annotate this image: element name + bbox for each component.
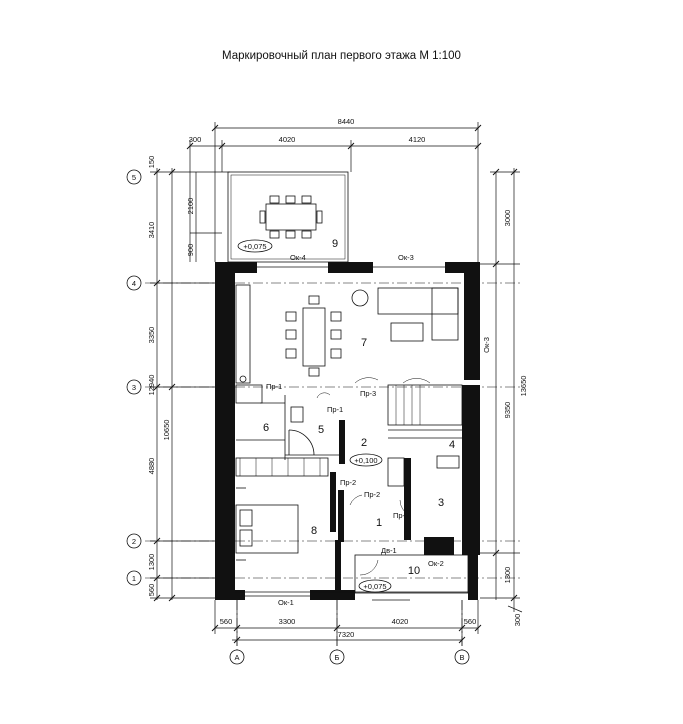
label-ok4: Ок-4 (290, 253, 306, 262)
room-10: 10 (408, 565, 420, 577)
level-mark-hall: +0,100 (354, 456, 377, 465)
room-1: 1 (376, 517, 382, 529)
plan-title: Маркировочный план первого этажа М 1:100 (222, 50, 461, 62)
room-2: 2 (361, 437, 367, 449)
dim-bottom-corner: 300 (513, 614, 522, 627)
dim-bottom-left: 560 (220, 617, 233, 626)
dim-left-a: 3410 (147, 222, 156, 239)
axis-col-b: Б (335, 653, 340, 662)
axis-row-3: 3 (132, 383, 136, 392)
room-4: 4 (449, 439, 455, 451)
dim-left-e: 4880 (147, 458, 156, 475)
label-ok1: Ок-1 (278, 598, 294, 607)
dim-bottom-mid: 3300 (279, 617, 296, 626)
label-pr1a: Пр-1 (266, 382, 282, 391)
dim-top-left: 4020 (279, 135, 296, 144)
dim-top-right: 4120 (409, 135, 426, 144)
dim-right-a: 3000 (503, 210, 512, 227)
level-mark-terrace: +0,075 (243, 242, 266, 251)
dim-bottom-right: 560 (464, 617, 477, 626)
label-pr2b: Пр-2 (364, 490, 380, 499)
label-dv1: Дв-1 (381, 546, 397, 555)
room-7: 7 (361, 337, 367, 349)
axis-row-5: 5 (132, 173, 136, 182)
dim-left-f: 1300 (147, 554, 156, 571)
room-3: 3 (438, 497, 444, 509)
room-9: 9 (332, 238, 338, 250)
axis-col-v: В (459, 653, 464, 662)
dim-left-i: 900 (186, 244, 195, 257)
dim-left-h: 2100 (186, 198, 195, 215)
axis-row-2: 2 (132, 537, 136, 546)
axis-col-a: А (234, 653, 239, 662)
dim-bottom-mid2: 4020 (392, 617, 409, 626)
dim-right-d: 1300 (503, 567, 512, 584)
label-pr1b: Пр-1 (327, 405, 343, 414)
axis-row-1: 1 (132, 574, 136, 583)
dim-bottom-total: 7320 (338, 630, 355, 639)
label-ok3: Ок-3 (398, 253, 414, 262)
label-ok3-vertical: Ок-3 (482, 337, 491, 353)
label-ok2: Ок-2 (428, 559, 444, 568)
label-pr2a: Пр-2 (340, 478, 356, 487)
dim-right-c: 13650 (519, 376, 528, 397)
label-pr3: Пр-3 (360, 389, 376, 398)
dim-total-top: 8440 (338, 117, 355, 126)
dim-left-g: 560 (147, 584, 156, 597)
dim-left-d: 10650 (162, 420, 171, 441)
dim-left-c: 12940 (147, 375, 156, 396)
dim-right-b: 9350 (503, 402, 512, 419)
room-6: 6 (263, 422, 269, 434)
label-pr2c: Пр-2 (393, 511, 409, 520)
dim-left-top: 150 (147, 156, 156, 169)
axis-row-4: 4 (132, 279, 136, 288)
room-8: 8 (311, 525, 317, 537)
room-5: 5 (318, 424, 324, 436)
dim-top-margin: 300 (189, 135, 202, 144)
dim-left-b: 3350 (147, 327, 156, 344)
level-mark-porch: +0,075 (363, 582, 386, 591)
